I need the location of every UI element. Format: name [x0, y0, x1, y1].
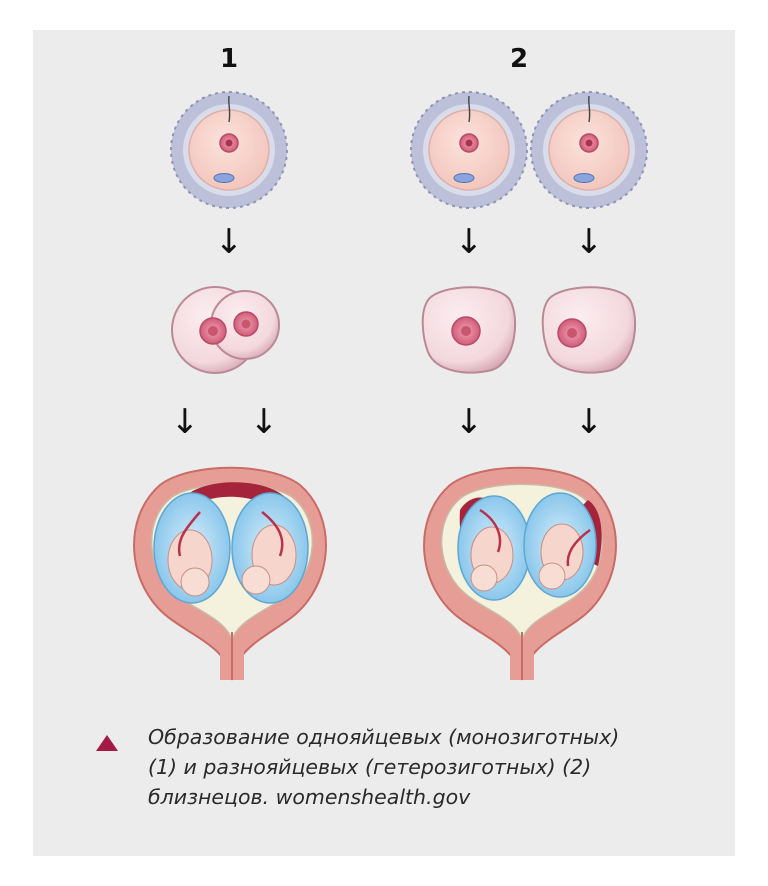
amniotic-sac-left — [153, 492, 231, 604]
figure-caption: Образование однояйцевых (монозиготных) (… — [148, 722, 708, 812]
caption-line-1: Образование однояйцевых (монозиготных) — [148, 725, 620, 749]
arrow-egg2a-to-embryo: ↓ — [454, 222, 484, 262]
egg-cell-2b — [530, 91, 648, 209]
caption-bullet-icon — [96, 735, 118, 751]
arrow-split-right: ↓ — [249, 402, 279, 442]
arrow-egg1-to-embryo: ↓ — [214, 222, 244, 262]
zygote-2a — [421, 286, 517, 374]
amniotic-sac-right — [231, 492, 309, 604]
label-fraternal-twins: 2 — [509, 44, 529, 74]
zygote-2b — [541, 286, 637, 374]
uterus-identical-twins — [133, 466, 327, 681]
label-identical-twins: 1 — [219, 44, 239, 74]
amniotic-sac-2a — [457, 495, 531, 601]
arrow-embryo2b-to-uterus: ↓ — [574, 402, 604, 442]
egg-cell-1 — [170, 91, 288, 209]
caption-line-2: (1) и разнояйцевых (гетерозиготных) (2) — [148, 755, 592, 779]
splitting-zygote — [171, 286, 280, 374]
arrow-embryo2a-to-uterus: ↓ — [454, 402, 484, 442]
amniotic-sac-2b — [523, 492, 597, 598]
arrow-egg2b-to-embryo: ↓ — [574, 222, 604, 262]
uterus-fraternal-twins — [423, 466, 617, 681]
arrow-split-left: ↓ — [170, 402, 200, 442]
egg-cell-2a — [410, 91, 528, 209]
caption-line-3: близнецов. womenshealth.gov — [148, 785, 471, 809]
